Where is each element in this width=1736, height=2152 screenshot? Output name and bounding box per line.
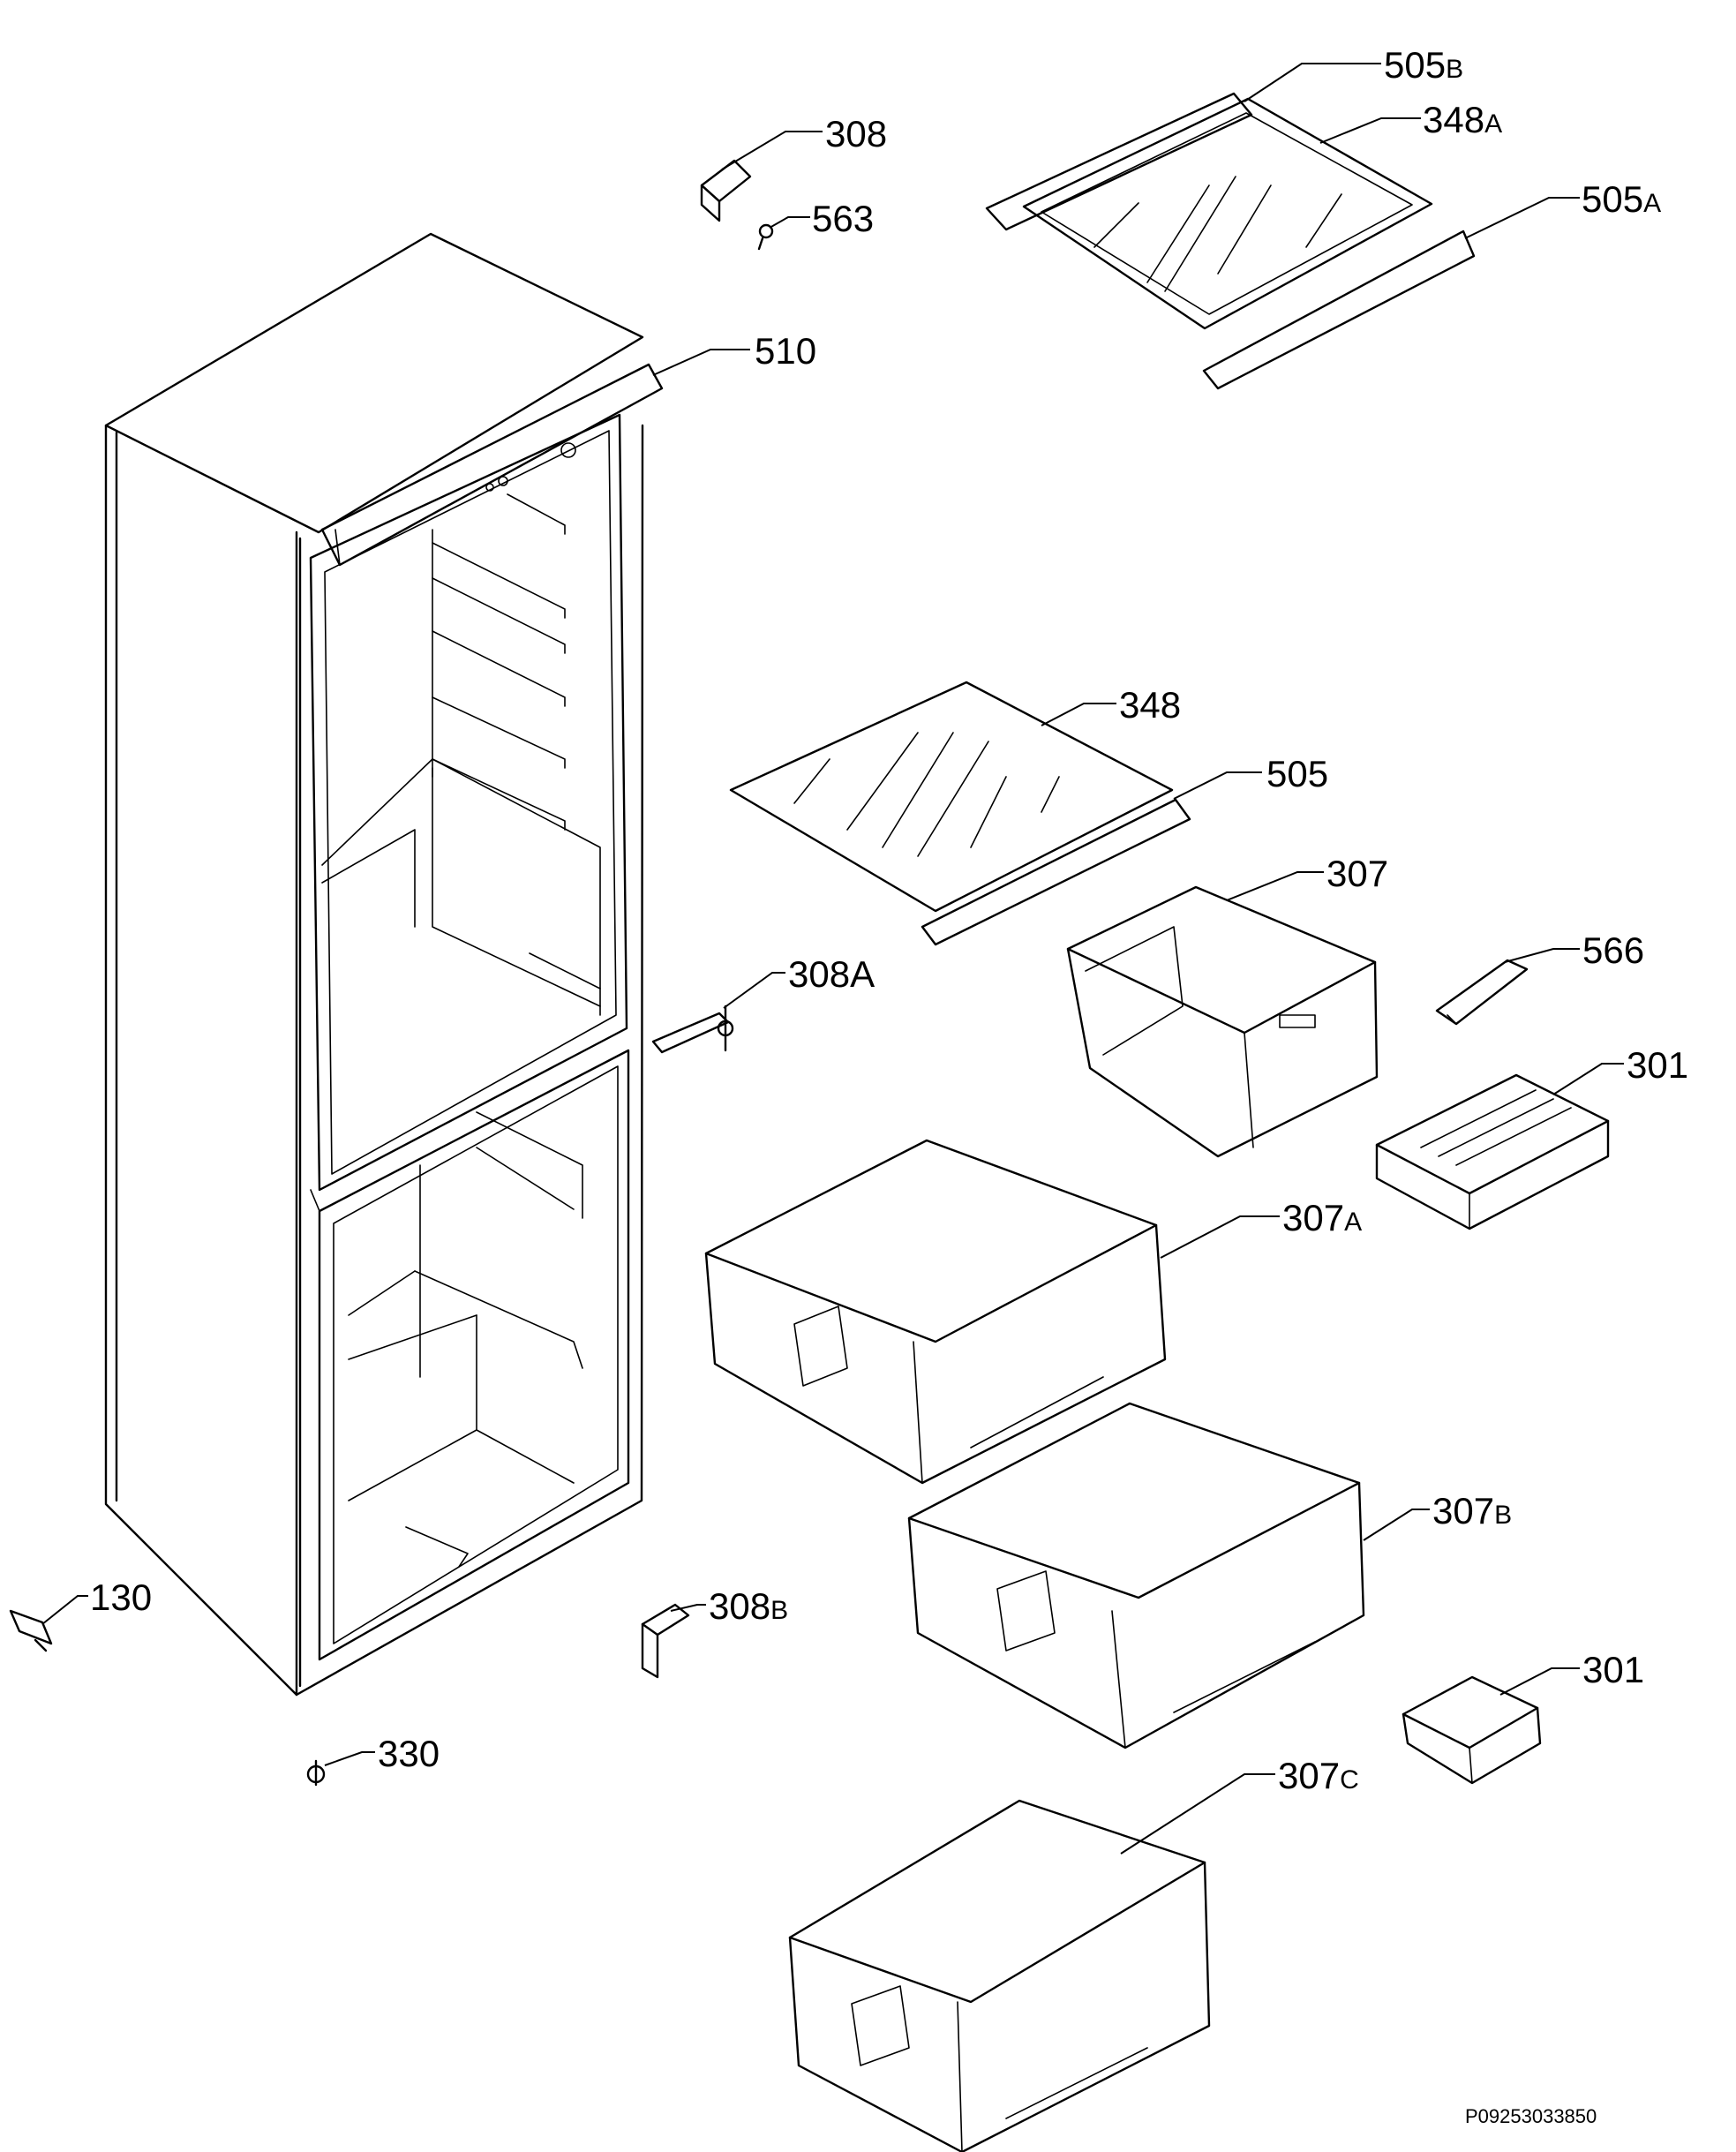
callout-308b: 308B [709, 1585, 788, 1627]
callout-labels: 505B 348A 505A 308 563 510 348 505 307 5… [90, 44, 1688, 1796]
callout-348a: 348A [1423, 99, 1502, 140]
callout-308: 308 [825, 113, 887, 154]
ice-tray-301-lower [1402, 1675, 1542, 1785]
callout-563: 563 [812, 198, 874, 239]
tray-301-upper [1375, 1073, 1610, 1230]
callout-505b: 505B [1384, 44, 1463, 86]
drawer-307c [788, 1799, 1211, 2152]
callout-307b: 307B [1432, 1490, 1512, 1531]
balcony-307 [1066, 885, 1379, 1158]
callout-348: 348 [1119, 684, 1181, 726]
callout-510: 510 [755, 330, 816, 372]
callout-505a: 505A [1582, 178, 1661, 220]
hinge-308 [700, 159, 752, 222]
glass-shelf-348a [985, 92, 1476, 390]
leader-lines [41, 63, 1624, 1855]
callout-308a: 308A [788, 953, 875, 995]
callout-301-lower: 301 [1582, 1649, 1644, 1690]
callout-307: 307 [1326, 853, 1388, 894]
callout-307a: 307A [1282, 1197, 1362, 1238]
callout-566: 566 [1582, 929, 1644, 971]
callout-307c: 307C [1278, 1755, 1359, 1796]
part-566 [1435, 959, 1529, 1026]
callout-130: 130 [90, 1576, 152, 1618]
callout-505: 505 [1266, 753, 1328, 794]
glass-shelf-348 [729, 681, 1191, 946]
fridge-cabinet [104, 232, 664, 1697]
drawing-code: P09253033850 [1465, 2105, 1597, 2127]
foot-130 [9, 1609, 53, 1652]
foot-330 [306, 1759, 326, 1787]
drawer-307b [907, 1402, 1365, 1749]
hinge-308b [641, 1603, 690, 1679]
drawer-307a [704, 1139, 1167, 1485]
callout-301-upper: 301 [1627, 1044, 1688, 1086]
hinge-308a [651, 1005, 734, 1054]
callout-330: 330 [378, 1733, 440, 1774]
screw-563 [757, 223, 774, 251]
